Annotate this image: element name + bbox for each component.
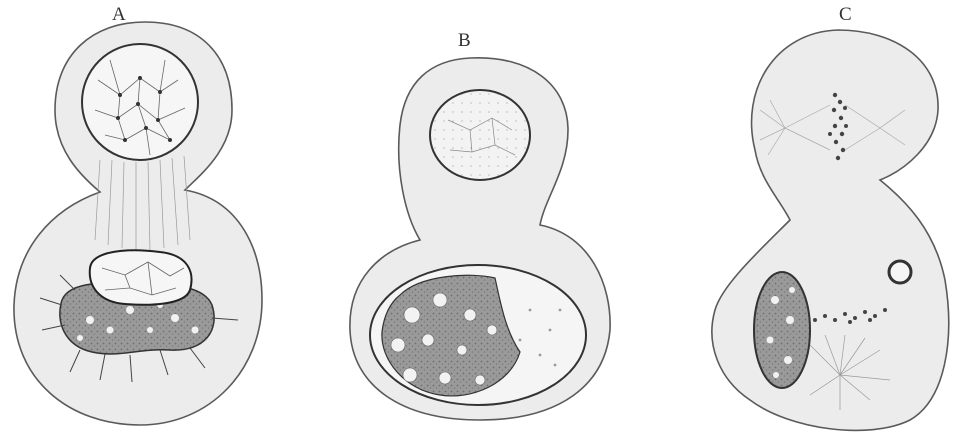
- panel-a-lower-nucleus: [90, 250, 192, 305]
- panel-a-upper-nucleus: [82, 44, 198, 160]
- panel-c-nucleus: [754, 272, 810, 388]
- panel-b-cell: [350, 58, 610, 420]
- panel-b-upper-nucleus: [430, 90, 530, 180]
- panel-c-ring-body: [889, 261, 911, 283]
- panel-a-cell: [14, 22, 262, 425]
- panel-c-cell: [712, 30, 949, 430]
- panel-c-cytoplasm: [712, 30, 949, 430]
